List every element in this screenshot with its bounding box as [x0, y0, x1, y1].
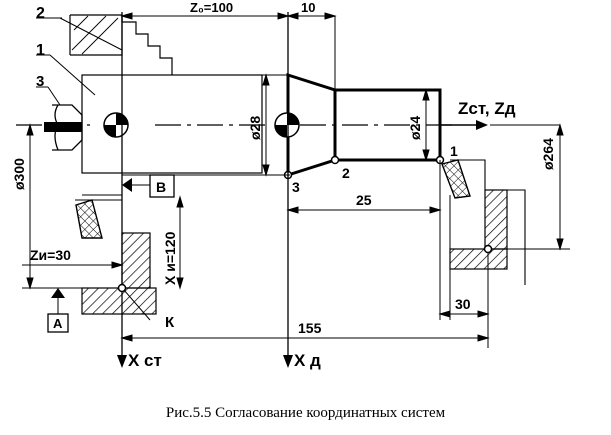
dim-zi30-line [22, 261, 124, 269]
tool-shank-tip [44, 122, 82, 132]
label-axis-x-st: X ст [128, 351, 162, 370]
dim-155-line [120, 334, 490, 342]
label-dim-30: 30 [455, 296, 471, 312]
label-dim-155: 155 [298, 320, 322, 336]
label-box-b: В [156, 179, 166, 195]
label-dim-d24: ø24 [407, 116, 423, 140]
point-k-marker [117, 283, 127, 293]
point-2-marker [330, 155, 340, 165]
turret-part-2 [69, 14, 173, 75]
dim-10-line [286, 12, 337, 90]
dim-d24-line [422, 88, 430, 162]
label-point-3: 3 [292, 179, 300, 195]
leader-lines [36, 17, 123, 106]
label-part-3: 3 [36, 73, 44, 90]
label-box-a: А [53, 316, 63, 331]
label-point-2: 2 [342, 165, 350, 181]
label-dim-d28: ø28 [247, 116, 263, 140]
dim-xi120-line [176, 195, 184, 290]
turret-hatch [71, 15, 119, 55]
label-part-2: 2 [36, 5, 45, 22]
machine-zero-symbol [103, 112, 129, 138]
dim-25-line [286, 160, 442, 215]
label-k: К [165, 314, 175, 331]
part-zero-symbol [274, 112, 300, 138]
axis-x-st-arrowhead [117, 355, 127, 368]
dim-30-line [438, 215, 490, 320]
base-a-marker [22, 287, 80, 333]
label-part-1: 1 [36, 42, 45, 59]
label-axis-x-d: X д [294, 351, 321, 370]
label-dim-25: 25 [356, 192, 372, 208]
dim-z0-line [120, 12, 290, 20]
axis-z-arrowhead [476, 120, 488, 130]
base-b-marker [122, 174, 175, 198]
workpiece-cylinder [333, 88, 442, 162]
label-axis-z: Zст, Zд [458, 99, 516, 118]
right-tool-holder [441, 159, 526, 348]
label-dim-10: 10 [301, 0, 315, 15]
axis-x-d-arrowhead [283, 355, 293, 368]
label-dim-d264: ø264 [540, 138, 556, 170]
label-dim-d300: ø300 [11, 158, 27, 190]
leader-k [123, 289, 151, 321]
left-tool-holder [75, 199, 157, 315]
label-dim-xi120: X и=120 [162, 231, 178, 285]
right-tool-ref-marker [483, 244, 493, 254]
figure-caption: Рис.5.5 Согласование координатных систем [165, 405, 446, 421]
label-point-1: 1 [450, 143, 458, 159]
label-dim-zi30: Zи=30 [30, 247, 71, 263]
label-dim-z0: Z₀=100 [190, 0, 233, 15]
